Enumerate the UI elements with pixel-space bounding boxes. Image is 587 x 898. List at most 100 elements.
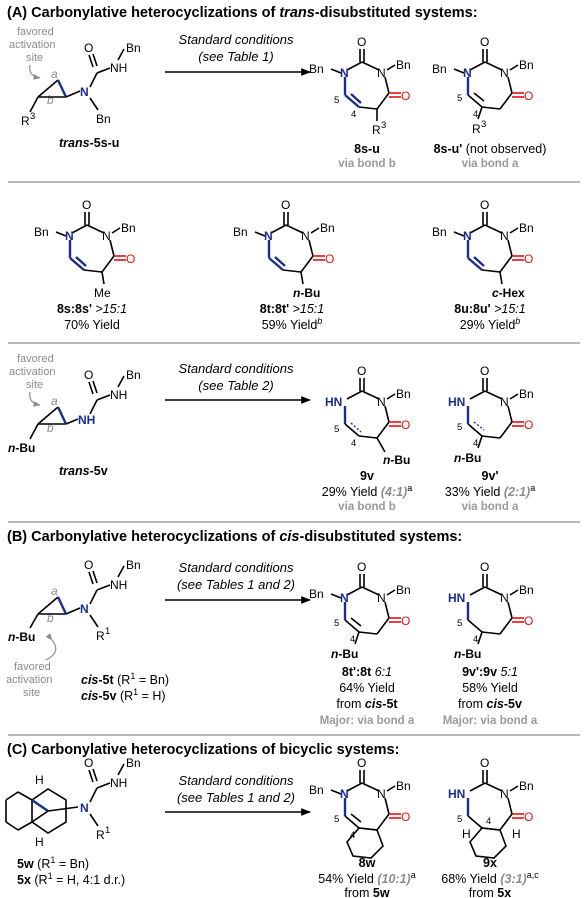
svg-text:O: O [524,252,533,266]
svg-text:H: H [512,827,521,841]
from-5w: from 5w [344,886,389,898]
svg-text:H: H [462,827,471,841]
svg-text:favored: favored [17,353,54,365]
svg-text:N: N [500,395,509,409]
svg-text:site: site [26,379,43,391]
via-bond-a-2: via bond a [462,501,519,513]
svg-text:O: O [357,35,366,49]
label-9v-prime: 9v' [482,469,499,483]
svg-text:O: O [524,418,533,432]
major-bond-a-1: Major: via bond a [320,715,415,727]
svg-text:4: 4 [486,816,491,827]
svg-text:a: a [51,67,58,81]
svg-text:O: O [281,198,290,212]
svg-text:NH: NH [110,776,127,790]
svg-text:O: O [84,368,93,382]
svg-text:R: R [21,114,30,128]
svg-text:b: b [47,421,54,435]
product-8t: O Bn N N Bn O n-Bu [233,198,335,300]
ratio-8s: 8s:8s' >15:1 [57,302,127,316]
svg-text:Bn: Bn [396,583,411,597]
svg-text:N: N [340,591,349,605]
svg-text:5: 5 [457,422,462,433]
svg-text:Bn: Bn [233,225,248,239]
svg-text:N: N [500,229,509,243]
conditions-1-line1: Standard conditions [179,32,294,47]
svg-text:R: R [472,122,481,136]
svg-text:O: O [524,89,533,103]
svg-text:N: N [65,229,74,243]
svg-text:n-Bu: n-Bu [331,647,358,661]
svg-text:Bn: Bn [396,58,411,72]
svg-text:O: O [401,418,410,432]
svg-text:N: N [500,591,509,605]
svg-text:4: 4 [473,109,478,120]
svg-text:4: 4 [350,634,355,645]
ratio-8t-prime: 8t':8t 6:1 [342,665,392,679]
ratio-9v-prime: 9v':9v 5:1 [462,665,518,679]
from-cis-5t: from cis-5t [336,697,398,711]
svg-text:site: site [23,687,40,699]
svg-text:5: 5 [457,814,462,825]
svg-text:HN: HN [448,787,465,801]
svg-text:R: R [96,629,105,643]
conditions-3-line1: Standard conditions [179,560,294,575]
yield-8t: 59% Yieldb [262,316,323,332]
svg-text:Bn: Bn [396,387,411,401]
svg-text:4: 4 [473,438,478,449]
svg-text:HN: HN [448,591,465,605]
via-bond-b-1: via bond b [338,158,396,170]
product-9x: O HN N Bn O 5 4 H H [448,756,534,859]
svg-text:3: 3 [481,119,486,130]
svg-text:N: N [102,229,111,243]
svg-text:Bn: Bn [432,225,447,239]
svg-text:n-Bu: n-Bu [8,441,35,455]
svg-text:Bn: Bn [519,583,534,597]
product-8s: O Bn N N Bn O Me [34,198,136,300]
svg-text:Bn: Bn [519,779,534,793]
svg-text:a: a [51,394,58,408]
section-c-title: (C) Carbonylative heterocyclizations of … [7,742,399,758]
svg-text:favored: favored [17,26,54,38]
svg-text:O: O [357,560,366,574]
svg-text:O: O [126,252,135,266]
svg-text:Bn: Bn [519,387,534,401]
yield-9v: 29% Yield (4:1)a [322,483,413,499]
svg-text:5: 5 [334,814,339,825]
svg-text:N: N [377,66,386,80]
svg-text:3: 3 [381,120,386,131]
svg-text:R: R [96,828,105,842]
svg-text:b: b [47,93,54,107]
svg-text:4: 4 [350,830,355,841]
svg-text:5: 5 [334,424,339,435]
yield-8u: 29% Yieldb [460,316,521,332]
section-b-title: (B) Carbonylative heterocyclizations of … [7,529,462,545]
from-5x: from 5x [469,886,511,898]
from-cis-5v: from cis-5v [458,697,522,711]
svg-text:O: O [401,810,410,824]
svg-text:3: 3 [30,111,35,122]
svg-text:N: N [80,85,89,99]
svg-text:Bn: Bn [309,783,324,797]
product-8s-u-prime: O Bn N N Bn O 5 4 R 3 [432,35,534,136]
product-8u: O Bn N N Bn O c-Hex [432,198,534,300]
svg-text:Bn: Bn [309,587,324,601]
svg-text:N: N [340,787,349,801]
svg-text:HN: HN [325,395,342,409]
label-trans-5s-u: trans-5s-u [59,136,119,150]
svg-text:a: a [51,584,58,598]
svg-text:N: N [340,66,349,80]
substrate-trans-5s-u: favored activation site a b R 3 N O NH B… [9,26,141,128]
svg-text:4: 4 [473,634,478,645]
svg-text:Bn: Bn [126,558,141,572]
substrate-trans-5v: favored activation site a b n-Bu NH O NH… [8,353,141,455]
svg-text:N: N [377,591,386,605]
major-bond-a-2: Major: via bond a [443,715,538,727]
svg-text:n-Bu: n-Bu [293,286,320,300]
svg-text:1: 1 [105,626,110,637]
svg-text:Bn: Bn [320,221,335,235]
svg-text:O: O [480,756,489,770]
svg-text:H: H [35,773,44,787]
svg-text:NH: NH [110,578,127,592]
